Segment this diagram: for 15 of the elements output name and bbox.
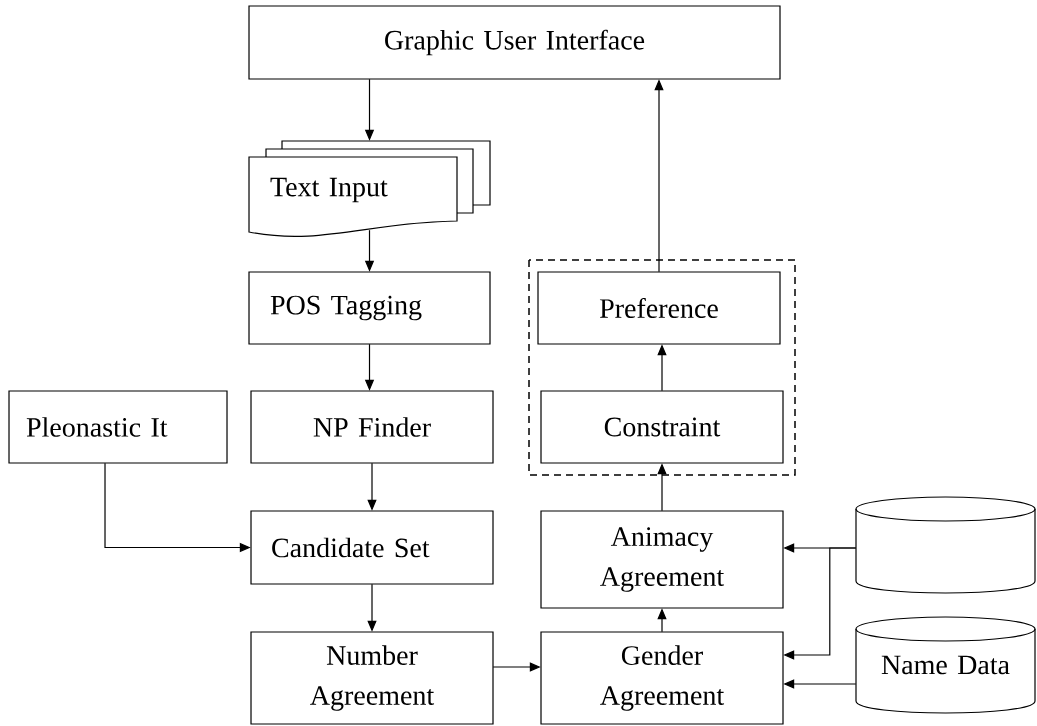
process-box: Candidate Set	[250, 510, 494, 585]
database-cylinder: Name Data	[855, 616, 1036, 714]
process-box: POS Tagging	[248, 271, 491, 345]
process-box: Pleonastic It	[8, 390, 228, 464]
node-label: Name Data	[881, 655, 1010, 675]
process-box: Constraint	[540, 390, 784, 464]
dashed-group-frame	[528, 259, 796, 476]
document-stack: Text Input	[248, 140, 491, 237]
process-box: NP Finder	[250, 390, 494, 464]
process-box: Number Agreement	[250, 631, 494, 725]
process-box: Graphic User Interface	[248, 5, 781, 80]
process-box: Gender Agreement	[540, 631, 784, 725]
process-box: Preference	[537, 271, 781, 345]
process-box: Animacy Agreement	[540, 510, 784, 609]
database-cylinder	[855, 496, 1036, 594]
